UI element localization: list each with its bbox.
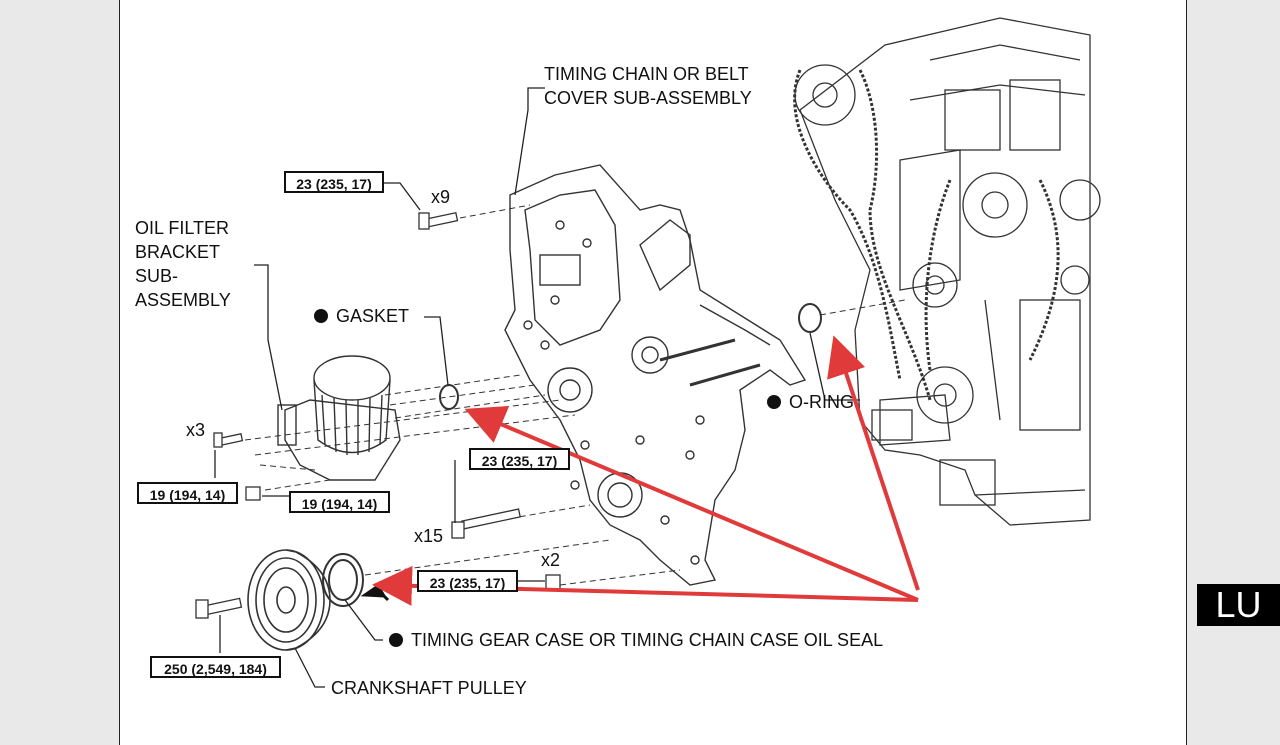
filled-dot-icon — [389, 633, 403, 647]
leader-lines — [214, 87, 860, 688]
label-oil-seal: TIMING GEAR CASE OR TIMING CHAIN CASE OI… — [389, 631, 883, 649]
torque-box-bracket-bolts: 19 (194, 14) — [137, 482, 238, 504]
torque-box-case-bolts: 23 (235, 17) — [469, 448, 570, 470]
label-o-ring: O-RING — [767, 393, 854, 411]
seal-direction-arrow — [360, 583, 390, 602]
torque-box-cover-bolts: 23 (235, 17) — [284, 171, 384, 193]
label-crankshaft-pulley: CRANKSHAFT PULLEY — [331, 678, 527, 698]
annotation-arrows — [372, 335, 920, 606]
label-gasket: GASKET — [314, 307, 409, 325]
bolt-illustrations — [195, 211, 561, 619]
timing-cover-illustration — [504, 164, 807, 586]
torque-box-lower-bolts: 23 (235, 17) — [417, 570, 518, 592]
filled-dot-icon — [767, 395, 781, 409]
torque-box-bracket-nut: 19 (194, 14) — [289, 491, 390, 513]
filled-dot-icon — [314, 309, 328, 323]
gasket-illustration — [439, 384, 459, 410]
quantity-lower-bolts: x2 — [541, 550, 561, 570]
oil-seal-illustration — [322, 553, 364, 607]
oil-filter-illustration — [277, 355, 401, 481]
torque-box-pulley-bolt: 250 (2,549, 184) — [150, 656, 281, 678]
label-timing-cover: TIMING CHAIN OR BELT COVER SUB-ASSEMBLY — [544, 64, 752, 108]
label-oil-filter-bracket: OIL FILTER BRACKET SUB- ASSEMBLY — [135, 218, 231, 310]
engine-block-illustration — [793, 17, 1101, 526]
quantity-case-bolts: x15 — [414, 526, 444, 546]
quantity-bracket-bolts: x3 — [186, 420, 206, 440]
section-tab-lu: LU — [1197, 584, 1280, 626]
pulley-illustration — [247, 549, 331, 651]
o-ring-illustration — [798, 303, 822, 333]
quantity-cover-bolts: x9 — [431, 187, 451, 207]
